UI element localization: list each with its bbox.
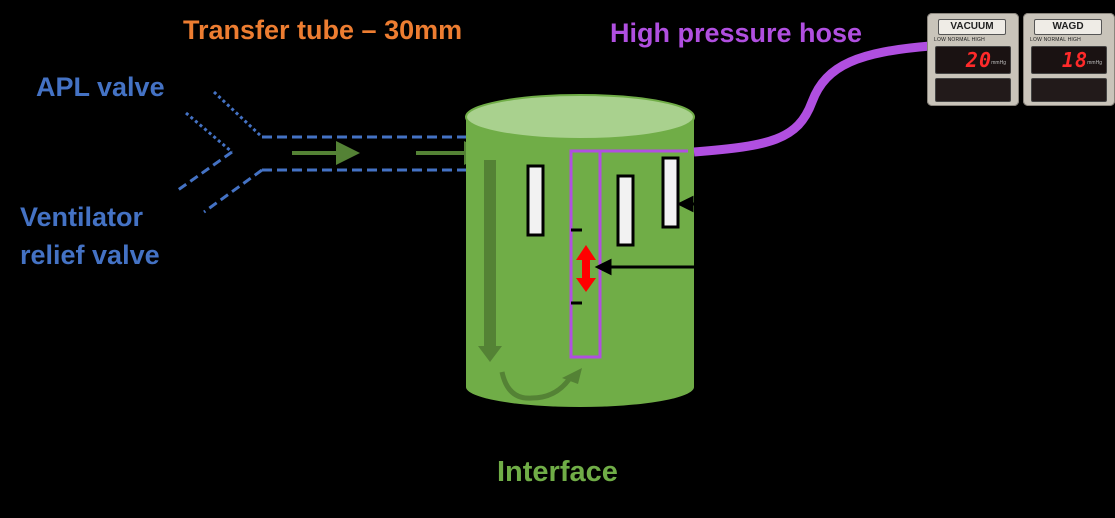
vacuum-lower-display: [935, 78, 1011, 102]
ventilator-label-line2: relief valve: [20, 240, 160, 270]
vacuum-level-labels: LOW NORMAL HIGH: [934, 37, 985, 43]
wagd-lower-display: [1031, 78, 1107, 102]
high-pressure-hose-label: High pressure hose: [610, 18, 863, 48]
vacuum-display: 20 mmHg: [935, 46, 1011, 74]
scale-ticks: [571, 228, 582, 305]
ventilator-relief-valve-label: Ventilator relief valve: [20, 198, 160, 274]
interface-label: Interface: [497, 456, 618, 488]
transfer-tube-label: Transfer tube – 30mm: [183, 15, 463, 45]
vacuum-value: 20: [965, 48, 992, 72]
wagd-gauge-title: WAGD: [1034, 19, 1102, 35]
transfer-tube: [262, 135, 468, 172]
wagd-value: 18: [1061, 48, 1088, 72]
vent-slots: [526, 156, 680, 247]
vacuum-gauge-panel: VACUUM LOW NORMAL HIGH 20 mmHg: [927, 13, 1019, 106]
high-pressure-hose: [569, 149, 688, 359]
wagd-display: 18 mmHg: [1031, 46, 1107, 74]
u-turn-arrow: [499, 371, 573, 401]
wagd-unit: mmHg: [1087, 60, 1102, 66]
u-turn-arrowhead: [562, 368, 582, 384]
level-indicator-arrow: [576, 245, 596, 292]
valve-inlet-lines: [177, 90, 264, 214]
interface-cylinder: [465, 94, 695, 407]
pointer-arrows: [594, 195, 706, 276]
internal-flow-arrow: [478, 160, 502, 362]
vacuum-gauge-title: VACUUM: [938, 19, 1006, 35]
apl-valve-label: APL valve: [36, 72, 165, 102]
vacuum-unit: mmHg: [991, 60, 1006, 66]
hose-external: [693, 41, 931, 157]
wagd-level-labels: LOW NORMAL HIGH: [1030, 37, 1081, 43]
ventilator-label-line1: Ventilator: [20, 202, 144, 232]
wagd-gauge-panel: WAGD LOW NORMAL HIGH 18 mmHg: [1023, 13, 1115, 106]
